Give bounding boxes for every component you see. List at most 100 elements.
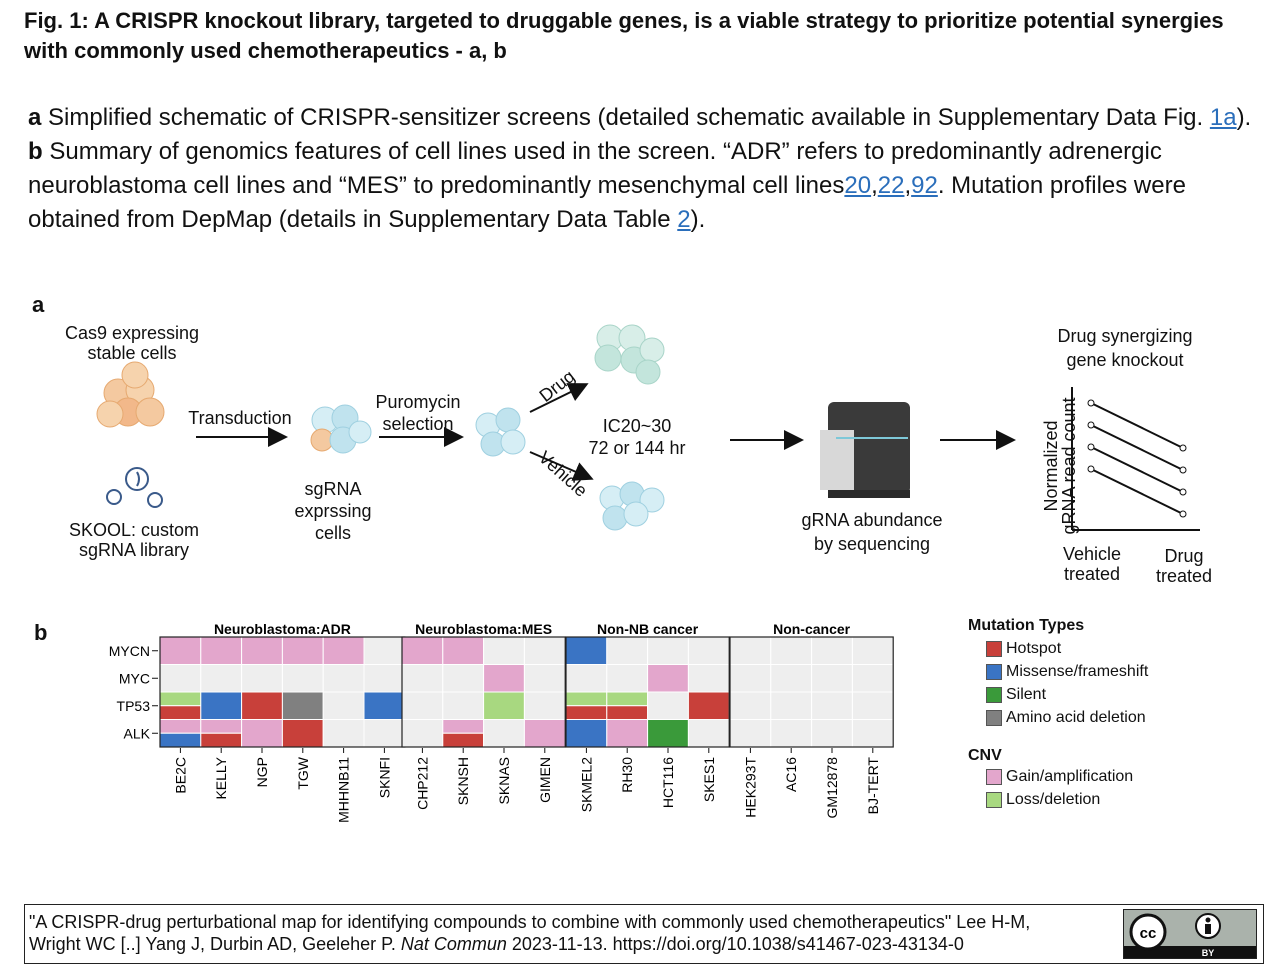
heatmap-cell [851,719,894,748]
citation-authors: Wright WC [..] Yang J, Durbin AD, Geeleh… [29,934,401,954]
cc-text: cc [1140,925,1157,942]
cc-by-icon: cc BY [1124,913,1256,958]
heatmap-cell-gain [281,636,324,665]
cell-line-label: GIMEN [537,757,553,803]
drug-cells-icon [594,324,665,385]
virus-library-icon [106,467,163,508]
heatmap-cell [363,636,406,665]
heatmap-cell [687,719,730,748]
legend-swatch [986,792,1002,808]
legend-label: Gain/amplification [1006,768,1134,785]
gene-label: MYCN [109,643,150,659]
heatmap-cell-gain [241,719,283,748]
heatmap-cell [851,691,894,720]
heatmap-cell [401,664,444,693]
caption-a-text: Simplified schematic of CRISPR-sensitize… [41,104,1210,131]
gene-label: TP53 [117,698,151,714]
heatmap-cell [442,691,485,720]
heatmap-cell-gain [647,664,689,693]
ref-22-link[interactable]: 22 [877,172,905,199]
heatmap-cell [811,664,853,693]
figure-caption: a Simplified schematic of CRISPR-sensiti… [28,101,1258,237]
heatmap-cell-loss [483,691,525,720]
cell-line-label: GM12878 [824,757,840,819]
heatmap-cell-gain [159,636,202,665]
citation-box: "A CRISPR-drug perturbational map for id… [24,904,1264,964]
citation-journal: Nat Commun [400,934,507,954]
heatmap-cell-gain [606,719,649,748]
supp-table-2-link[interactable]: 2 [677,206,691,233]
heatmap-cell [606,664,649,693]
group-label: Non-NB cancer [597,621,699,637]
cell-line-label: SKNAS [496,757,512,804]
ref-20-link[interactable]: 20 [844,172,872,199]
skool-label: SKOOL: custom sgRNA library [68,520,200,560]
gene-label: ALK [124,725,151,741]
cas9-label: Cas9 expressing stable cells [64,323,200,363]
supp-fig-1a-link[interactable]: 1a [1209,104,1237,131]
legend-swatch [986,710,1002,726]
heatmap-cell [363,664,406,693]
group-frame [401,636,566,748]
heatmap-cell-gain [200,636,243,665]
heatmap-cell [483,719,525,748]
heatmap-cell-hotspot [281,719,324,748]
legend-item: Silent [986,686,1046,704]
heatmap-cell [851,636,894,665]
heatmap-cell [483,636,525,665]
heatmap-cell [523,636,566,665]
group-frame [729,636,894,748]
ref-92-link[interactable]: 92 [911,172,938,199]
heatmap-cell [729,664,772,693]
citation-text: "A CRISPR-drug perturbational map for id… [29,911,1119,955]
cell-line-label: TGW [295,756,311,789]
cell-line-label: BJ-TERT [865,757,881,815]
panel-b-letter: b [34,620,48,645]
vehicle-cells-icon [599,481,665,531]
cell-line-label: NGP [254,757,270,787]
plot-ylabel: Normalized gRNA read count [1041,397,1079,535]
heatmap-cell [523,691,566,720]
heatmap-cell [159,664,202,693]
heatmap-cell [729,691,772,720]
caption-a-label: a [28,104,42,131]
heatmap-cell-missense [565,719,608,748]
cell-line-label: KELLY [213,756,229,799]
synergy-title: Drug synergizing gene knockout [1057,326,1193,370]
citation-doi[interactable]: 2023-11-13. https://doi.org/10.1038/s414… [506,934,964,954]
cc-by-badge[interactable]: cc BY [1123,909,1257,959]
legend-swatch [986,664,1002,680]
panel-a-letter: a [32,292,45,317]
comma: , [871,172,878,199]
legend-swatch [986,687,1002,703]
cell-line-label: AC16 [783,757,799,792]
synergy-plot [1071,387,1200,531]
cell-line-label: HEK293T [742,757,758,818]
mutation-legend-title: Mutation Types [968,617,1085,634]
x-drug-label: Drug treated [1155,546,1213,586]
cell-line-label: CHP212 [414,757,430,810]
group-frame [565,636,730,748]
heatmap-cell [687,664,730,693]
heatmap-cell [770,636,813,665]
sgrna-cells-icon [310,404,372,454]
legend-label: Silent [1006,686,1047,703]
cell-line-label: MHHNB11 [336,757,352,823]
group-label: Non-cancer [773,621,851,637]
heatmap-cell-gain [159,719,202,734]
heatmap-cell-loss [565,691,608,707]
heatmap-cell [770,719,813,748]
heatmap-cell [647,691,689,720]
selected-cells-icon [475,407,526,457]
citation-line1: "A CRISPR-drug perturbational map for id… [29,912,1031,932]
heatmap-cell [811,719,853,748]
legend-item: Gain/amplification [986,768,1133,786]
legend-item: Loss/deletion [986,791,1100,809]
heatmap-cell [729,719,772,748]
sgrna-cells-label: sgRNA exprssing cells [294,479,372,543]
cas9-cells-icon [96,361,165,428]
heatmap-cell [729,636,772,665]
heatmap-cell-hotspot [200,732,243,748]
cell-line-label: SKNSH [455,757,471,805]
